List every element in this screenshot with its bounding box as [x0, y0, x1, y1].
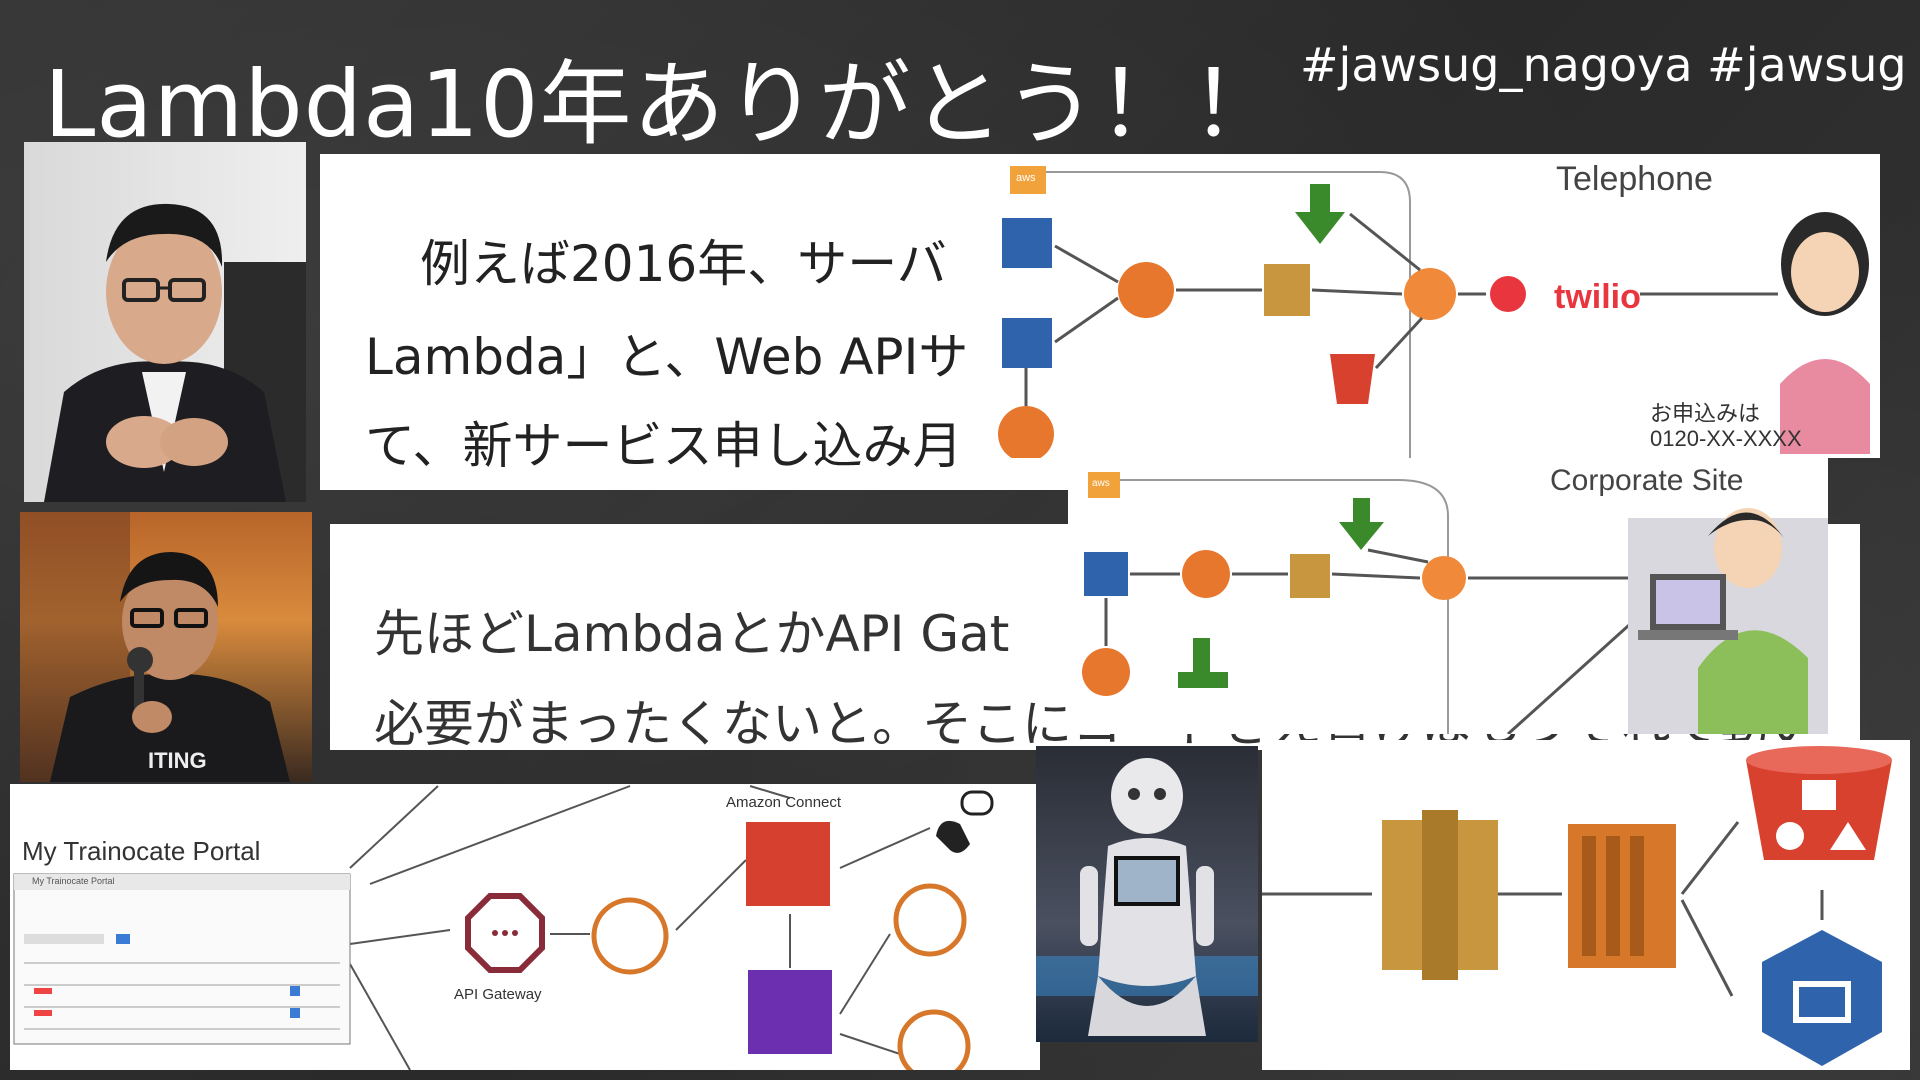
quote1-line2: Lambda」と、Web APIサ: [365, 328, 969, 386]
man-laptop-icon: [1628, 508, 1828, 734]
aws-badge-icon: [1010, 166, 1046, 194]
dynamodb-icon: [1084, 552, 1128, 596]
twilio-logo-icon: [1490, 276, 1526, 312]
aws-badge-text: aws: [1016, 172, 1036, 184]
api-gateway-label: API Gateway: [454, 986, 542, 1003]
api-gateway-icon: [1264, 264, 1310, 316]
architecture-diagram-corporate: Corporate Site aws: [1068, 458, 1828, 734]
apply-label: お申込みは: [1650, 401, 1761, 426]
lambda-icon: [893, 883, 967, 957]
amazon-connect-label: Amazon Connect: [726, 794, 842, 811]
lambda-icon: [1182, 550, 1230, 598]
quote-panel-1: 例えば2016年、サーバ Lambda」と、Web APIサ て、新サービス申し…: [320, 154, 1080, 490]
quote2-line1: 先ほどLambdaとかAPI Gat: [374, 605, 1010, 663]
phone-icon: [936, 820, 970, 853]
portal-title: My Trainocate Portal: [22, 836, 261, 866]
kinesis-icon: [1568, 824, 1676, 968]
step-icon: [1422, 556, 1466, 600]
pepper-robot-photo: [1036, 746, 1258, 1042]
lambda-icon: [897, 1009, 971, 1070]
aws-badge-icon: [1088, 472, 1120, 498]
hashtags: #jawsug_nagoya #jawsug: [1300, 38, 1907, 92]
speaker-photo-1: [24, 142, 306, 502]
portal-window-title: My Trainocate Portal: [32, 876, 115, 886]
aws-badge-text: aws: [1092, 478, 1110, 489]
speaker-photo-2: ITING: [20, 512, 312, 782]
upload-icon: [1178, 638, 1228, 688]
chat-bubble-icon: [960, 790, 994, 816]
quote1-line3: て、新サービス申し込み月: [365, 417, 963, 475]
telephone-label: Telephone: [1556, 160, 1713, 198]
api-gateway-icon: [465, 893, 545, 973]
s3-bucket-icon: [1746, 746, 1892, 860]
portal-screenshot: [13, 873, 351, 1045]
api-gateway-icon: [1382, 810, 1498, 980]
architecture-diagram-telephone: twilio Telephone お申込みは 0120-XX-XXXX aws: [980, 154, 1880, 458]
download-icon: [1339, 498, 1384, 550]
trainocate-portal-diagram: My Trainocate Portal My Trainocate Porta…: [10, 784, 1040, 1070]
right-architecture-flow: [1262, 740, 1910, 1070]
codedeploy-icon: [1762, 930, 1882, 1066]
dynamodb-icon: [1002, 218, 1052, 368]
lambda-icon: [591, 897, 669, 975]
amazon-connect-icon: [746, 822, 830, 906]
kinesis-icon: [748, 970, 832, 1054]
corporate-site-label: Corporate Site: [1550, 464, 1744, 497]
shirt-text: ITING: [148, 748, 207, 773]
woman-phone-icon: [1780, 212, 1870, 454]
phone-number: 0120-XX-XXXX: [1650, 426, 1802, 451]
download-icon: [1295, 184, 1345, 244]
lambda-icon: [1082, 648, 1130, 696]
api-gateway-icon: [1290, 554, 1330, 598]
twilio-label: twilio: [1554, 278, 1641, 316]
step-icon: [1404, 268, 1456, 320]
s3-bucket-icon: [1330, 354, 1375, 404]
quote1-line1: 例えば2016年、サーバ: [420, 235, 947, 293]
lambda-icon: [998, 262, 1174, 458]
slide-title: Lambda10年ありがとう！！: [44, 51, 1284, 158]
